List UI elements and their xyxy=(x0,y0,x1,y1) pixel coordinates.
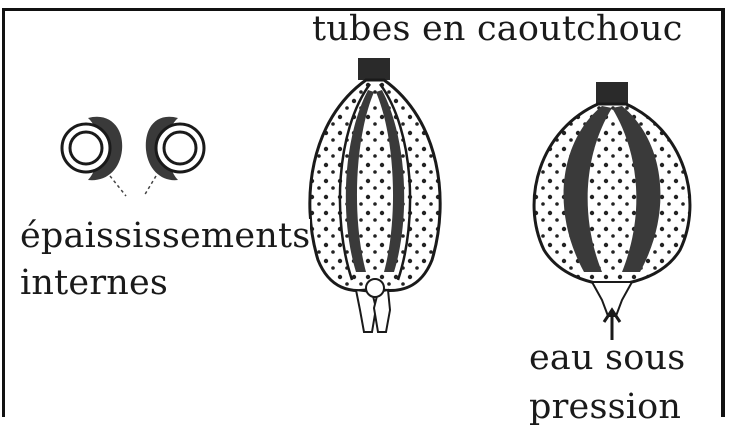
label-thickenings-line1: épaississements xyxy=(20,219,310,254)
cross-section-left-cell xyxy=(62,117,122,180)
label-water-pressure-line1: eau sous xyxy=(525,341,689,376)
label-thickenings-line2: internes xyxy=(20,266,168,301)
label-rubber-tubes: tubes en caoutchouc xyxy=(312,12,683,47)
stoma-model-open xyxy=(534,82,690,340)
label-water-pressure-line2: pression xyxy=(525,390,685,425)
cross-section-right-cell xyxy=(146,117,204,180)
leader-lines-thickenings xyxy=(110,176,156,196)
stoma-model-closed xyxy=(310,58,440,332)
